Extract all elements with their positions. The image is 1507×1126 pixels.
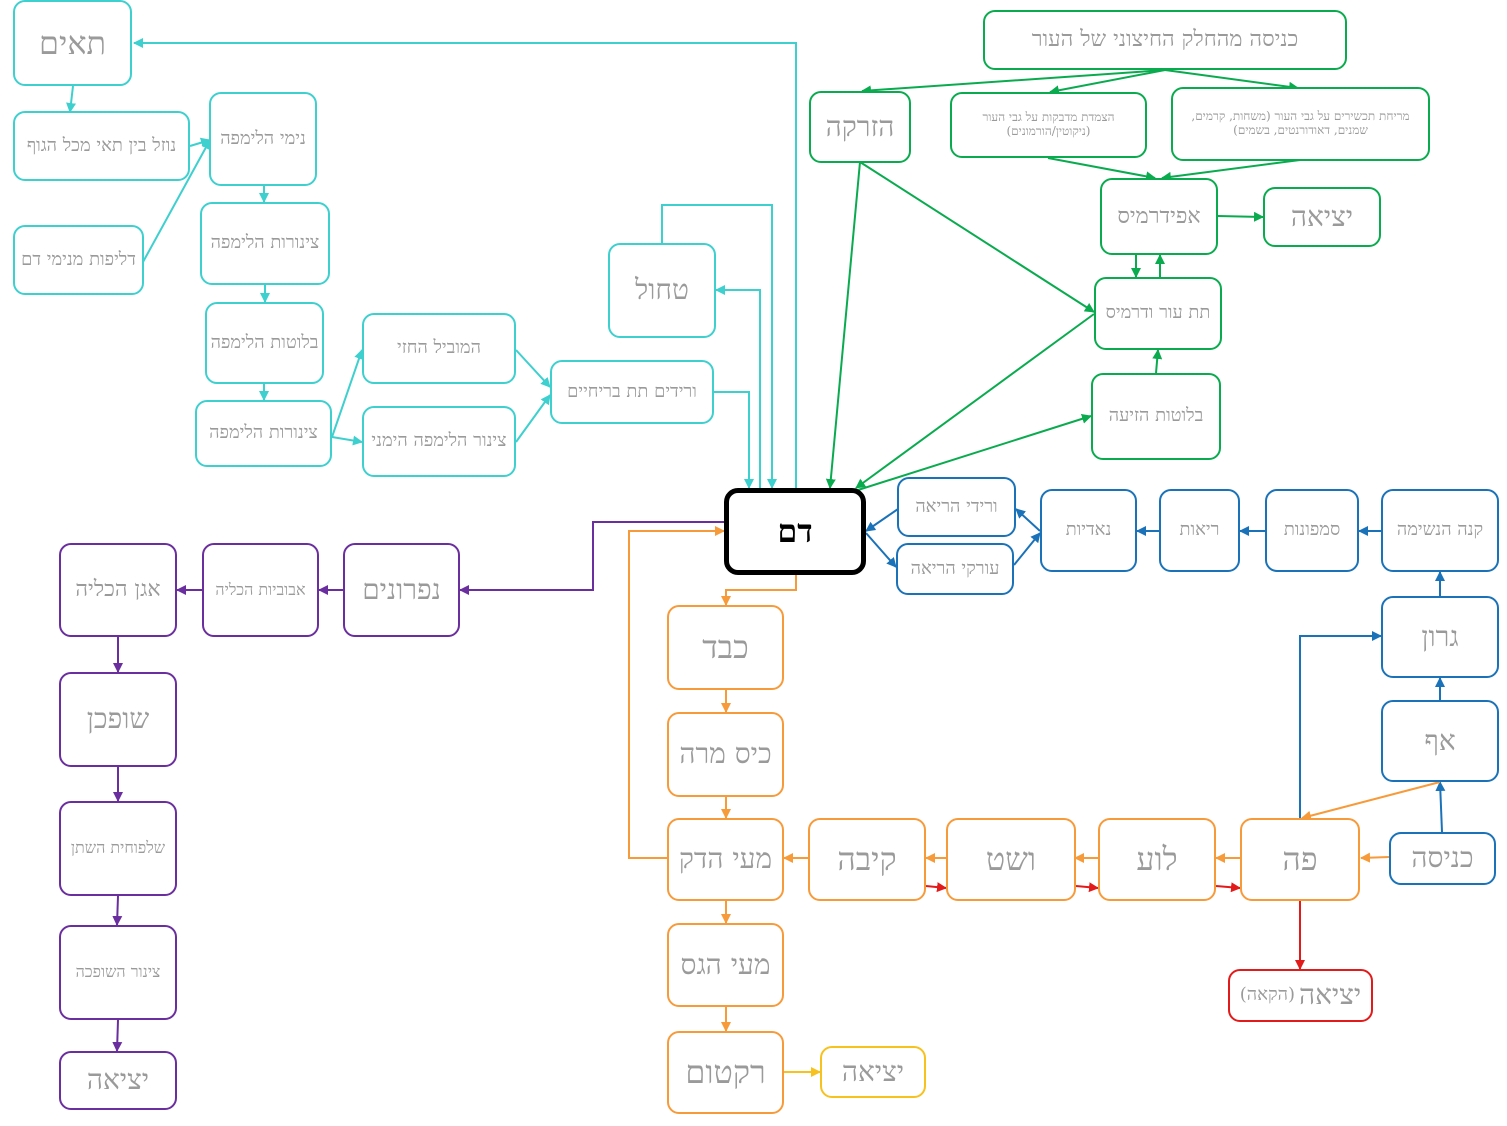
node-urethra[interactable]: צינור השופכה <box>59 925 177 1020</box>
edge-subclavian-blood <box>714 391 754 489</box>
edge-spleen-blood <box>661 204 777 489</box>
node-lymph-capillaries[interactable]: נימי הלימפה <box>209 92 317 186</box>
edge-nose-mouth <box>1301 781 1441 821</box>
edge-blood-liver <box>721 575 797 606</box>
edge-epi-exit <box>1217 211 1264 222</box>
edge-bladder-urethra <box>112 895 123 926</box>
node-mouth[interactable]: פה <box>1240 818 1360 901</box>
edge-cells-fluid <box>66 85 76 113</box>
edge-cream-epi <box>1161 159 1301 182</box>
node-kidney-tubules[interactable]: אבוביות הכליה <box>202 543 319 637</box>
edge-dermis-blood <box>855 313 1095 489</box>
edge-leak-lymphcaps <box>142 139 211 263</box>
node-alveoli[interactable]: נאדיות <box>1040 489 1137 572</box>
node-patch[interactable]: הצמדת מדבקות על גבי העור (ניקוטין/הורמונ… <box>950 92 1147 158</box>
node-subclavian-veins[interactable]: ורידים תת בריחיים <box>550 360 714 424</box>
edge-entry-mouth <box>1360 852 1390 863</box>
node-liver[interactable]: כבד <box>667 605 784 690</box>
edge-alveoli-veins <box>1015 508 1041 532</box>
node-spleen[interactable]: טחול <box>608 243 716 338</box>
node-nose[interactable]: אף <box>1381 700 1499 782</box>
edge-eso-mouth-red <box>1215 882 1241 893</box>
edge-injection-blood <box>825 161 861 489</box>
edge-injection-dermis <box>859 161 1095 313</box>
node-lymph-vessels[interactable]: צינורות הלימפה <box>200 202 330 285</box>
node-exit-urine[interactable]: יציאה <box>59 1051 177 1110</box>
node-interstitial-fluid[interactable]: נוזל בין תאי מכל הגוף <box>13 111 190 181</box>
node-renal-pelvis[interactable]: אגן הכליה <box>59 543 177 637</box>
node-rectum[interactable]: רקטום <box>667 1031 784 1114</box>
edge-veins-blood <box>865 508 899 532</box>
node-esophagus[interactable]: ושט <box>946 818 1076 901</box>
node-capillary-leak[interactable]: דליפות מנימי דם <box>13 225 144 295</box>
node-exit-skin[interactable]: יציאה <box>1263 187 1381 247</box>
node-lymph-nodes[interactable]: בלוטות הלימפה <box>205 302 324 384</box>
edge-vessels2-thoracic <box>331 349 364 438</box>
node-pulmonary-arteries[interactable]: עורקי הריאה <box>896 543 1014 595</box>
node-lungs[interactable]: ריאות <box>1159 489 1240 572</box>
edge-arteries-alveoli <box>1013 532 1041 566</box>
node-pulmonary-veins[interactable]: ורידי הריאה <box>897 477 1016 537</box>
node-cells[interactable]: תאים <box>13 0 132 86</box>
edge-patch-epi <box>1047 157 1156 182</box>
vomit-note: (הקאה) <box>1239 984 1295 1006</box>
node-ureter[interactable]: שופכן <box>59 672 177 767</box>
edge-urethra-exit <box>112 1019 123 1052</box>
edge-blood-nephrons <box>459 521 724 595</box>
node-blood[interactable]: דם <box>724 488 866 575</box>
node-bladder[interactable]: שלפוחית השתן <box>59 801 177 896</box>
edge-small-stomach-red <box>925 882 947 893</box>
node-dermis[interactable]: תת עור ודרמיס <box>1094 277 1222 350</box>
node-vomit-exit[interactable]: יציאה (הקאה) <box>1228 969 1373 1022</box>
node-entry-nose[interactable]: כניסה <box>1389 832 1496 885</box>
edge-eso2-eso-red <box>1075 882 1099 893</box>
vomit-exit-label: יציאה <box>1298 978 1362 1012</box>
node-small-intestine[interactable]: מעי הדק <box>667 818 784 901</box>
node-bronchi[interactable]: סמפונות <box>1265 489 1359 572</box>
node-pharynx[interactable]: לוע <box>1098 818 1216 901</box>
node-epidermis[interactable]: אפידרמיס <box>1100 178 1218 255</box>
edge-blood-sweat <box>857 413 1092 491</box>
node-nephrons[interactable]: נפרונים <box>343 543 460 637</box>
edge-blood-arteries <box>865 532 897 568</box>
node-gallbladder[interactable]: כיס מרה <box>667 712 784 797</box>
node-large-intestine[interactable]: מעי הגס <box>667 923 784 1007</box>
node-skin-entry[interactable]: כניסה מהחלק החיצוני של העור <box>983 10 1347 70</box>
node-sweat-glands[interactable]: בלוטות הזיעה <box>1091 373 1221 460</box>
node-throat[interactable]: גרון <box>1381 596 1499 678</box>
edge-entry-nose <box>1435 781 1446 833</box>
edge-blood-spleen <box>715 285 761 488</box>
edge-right-subclavian <box>515 394 551 443</box>
node-right-lymph-duct[interactable]: צינור הלימפה הימני <box>362 406 516 477</box>
node-thoracic-duct[interactable]: המוביל החזי <box>362 313 516 384</box>
node-trachea[interactable]: קנה הנשימה <box>1381 489 1499 572</box>
edge-small-blood <box>628 526 725 859</box>
edge-sweat-dermis <box>1152 349 1163 374</box>
node-cream[interactable]: מריחת תכשירים על גבי העור (משחות, קרמים,… <box>1171 87 1430 161</box>
node-stomach[interactable]: קיבה <box>808 818 926 901</box>
edge-mouth-throat <box>1299 631 1382 818</box>
edge-vessels2-right <box>331 435 363 446</box>
edge-thoracic-subclavian <box>515 349 551 388</box>
edge-skin-injection <box>861 69 1166 96</box>
edge-skin-patch <box>1049 69 1166 96</box>
node-injection[interactable]: הזרקה <box>809 91 911 163</box>
edge-skin-cream <box>1164 69 1299 92</box>
node-lymph-vessels-2[interactable]: צינורות הלימפה <box>195 400 332 467</box>
node-exit-rectum[interactable]: יציאה <box>820 1046 926 1098</box>
edge-blood-cells <box>133 38 797 490</box>
